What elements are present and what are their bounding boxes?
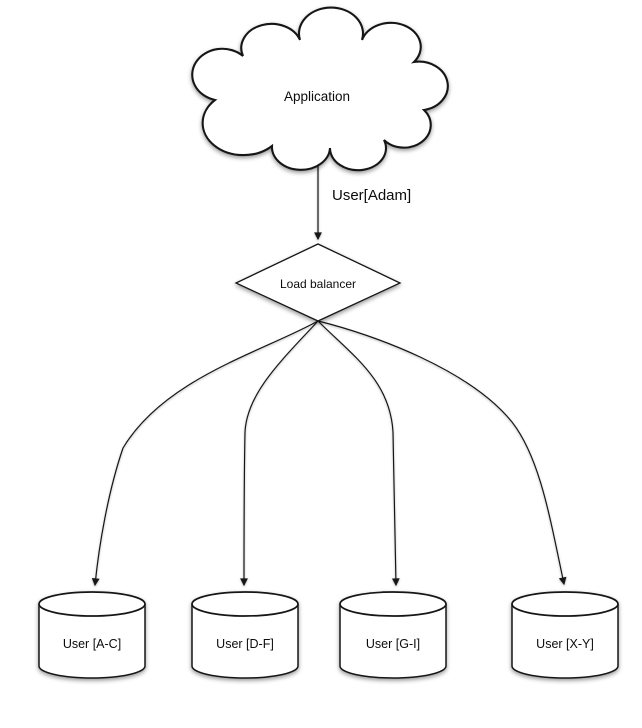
- cylinder-top-4: [511, 591, 619, 617]
- db-label-4: User [X-Y]: [536, 637, 594, 651]
- db-cylinder-node-1: User [A-C]: [38, 591, 146, 679]
- edge-loadbalancer-to-db-4: [317, 320, 567, 586]
- db-label-1: User [A-C]: [63, 637, 121, 651]
- db-cylinder-node-2: User [D-F]: [191, 591, 299, 679]
- db-cylinder-node-4: User [X-Y]: [511, 591, 619, 679]
- cylinder-top-3: [339, 591, 447, 617]
- application-label: Application: [284, 89, 350, 104]
- cylinder-body-1: [38, 604, 146, 679]
- application-cloud-node: Application: [191, 6, 449, 172]
- cylinder-top-2: [191, 591, 299, 617]
- edge-loadbalancer-to-db-1: [91, 320, 319, 587]
- edges-group: [91, 158, 567, 587]
- cylinder-body-2: [191, 604, 299, 679]
- cylinder-top-1: [38, 591, 146, 617]
- load-balancer-node: Load balancer: [234, 243, 402, 322]
- db-label-3: User [G-I]: [366, 637, 420, 651]
- edge-label-user-adam: User[Adam]: [332, 187, 411, 204]
- edge-loadbalancer-to-db-3: [317, 320, 400, 587]
- edge-loadbalancer-to-db-2: [240, 320, 319, 587]
- load-balancer-label: Load balancer: [280, 277, 356, 291]
- cylinder-body-3: [339, 604, 447, 679]
- cylinder-body-4: [511, 604, 619, 679]
- db-label-2: User [D-F]: [216, 637, 274, 651]
- db-cylinder-node-3: User [G-I]: [339, 591, 447, 679]
- diamond-shape: [234, 243, 402, 322]
- cloud-shape: [191, 6, 449, 172]
